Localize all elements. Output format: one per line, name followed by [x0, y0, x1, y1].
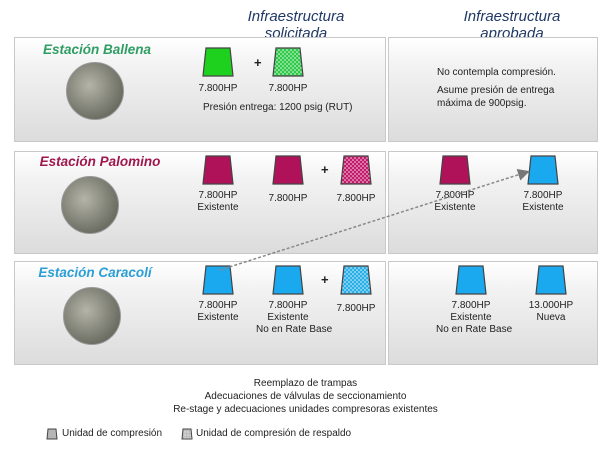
- legend-unit-label: Unidad de compresión: [62, 428, 163, 439]
- caracoli-approved-unit-2-label: 13.000HP Nueva: [528, 300, 574, 323]
- legend-backup-icon: [181, 428, 193, 440]
- palomino-unit-2-icon: [272, 155, 304, 185]
- legend-backup-label: Unidad de compresión de respaldo: [196, 428, 352, 439]
- plus-sign: +: [254, 55, 262, 70]
- caracoli-unit-3-backup-icon: [340, 265, 372, 295]
- station-name-ballena: Estación Ballena: [42, 42, 152, 57]
- palomino-unit-3-label: 7.800HP: [336, 193, 376, 204]
- station-photo-caracoli: [63, 287, 121, 345]
- caracoli-approved-unit-2-icon: [535, 265, 567, 295]
- palomino-approved-unit-1-icon: [439, 155, 471, 185]
- caracoli-unit-1-icon: [202, 265, 234, 295]
- palomino-approved-unit-2-label: 7.800HP Existente: [522, 190, 564, 213]
- palomino-unit-1-icon: [202, 155, 234, 185]
- caracoli-unit-1-label: 7.800HP Existente: [197, 300, 239, 323]
- palomino-unit-3-backup-icon: [340, 155, 372, 185]
- ballena-unit-2-label: 7.800HP: [268, 83, 308, 94]
- plus-sign: +: [321, 162, 329, 177]
- panel-palomino-right: [388, 151, 598, 254]
- legend-unit: Unidad de compresión: [46, 428, 162, 440]
- palomino-unit-2-label: 7.800HP: [268, 193, 308, 204]
- station-photo-palomino: [61, 176, 119, 234]
- plus-sign: +: [321, 272, 329, 287]
- station-photo-ballena: [66, 62, 124, 120]
- caracoli-unit-2-label: 7.800HP Existente No en Rate Base: [256, 300, 333, 335]
- caracoli-approved-unit-1-label: 7.800HP Existente No en Rate Base: [436, 300, 513, 335]
- ballena-approved-note-1: No contempla compresión.: [437, 67, 556, 78]
- panel-ballena-right: [388, 37, 598, 142]
- caracoli-unit-2-icon: [272, 265, 304, 295]
- bottom-note-2: Adecuaciones de válvulas de seccionamien…: [204, 391, 407, 402]
- legend-backup: Unidad de compresión de respaldo: [181, 428, 351, 440]
- ballena-approved-note-2: Asume presión de entrega máxima de 900ps…: [437, 85, 555, 109]
- bottom-note-3: Re-stage y adecuaciones unidades compres…: [173, 404, 438, 415]
- caracoli-approved-unit-1-icon: [455, 265, 487, 295]
- station-name-caracoli: Estación Caracolí: [38, 265, 152, 280]
- legend-unit-icon: [46, 428, 58, 440]
- bottom-note-1: Reemplazo de trampas: [253, 378, 358, 389]
- palomino-unit-1-label: 7.800HP Existente: [197, 190, 239, 213]
- ballena-unit-1-label: 7.800HP: [198, 83, 238, 94]
- ballena-unit-1-icon: [202, 47, 234, 77]
- station-name-palomino: Estación Palomino: [39, 154, 161, 169]
- ballena-pressure-note: Presión entrega: 1200 psig (RUT): [203, 102, 353, 113]
- ballena-unit-2-backup-icon: [272, 47, 304, 77]
- caracoli-unit-3-label: 7.800HP: [336, 303, 376, 314]
